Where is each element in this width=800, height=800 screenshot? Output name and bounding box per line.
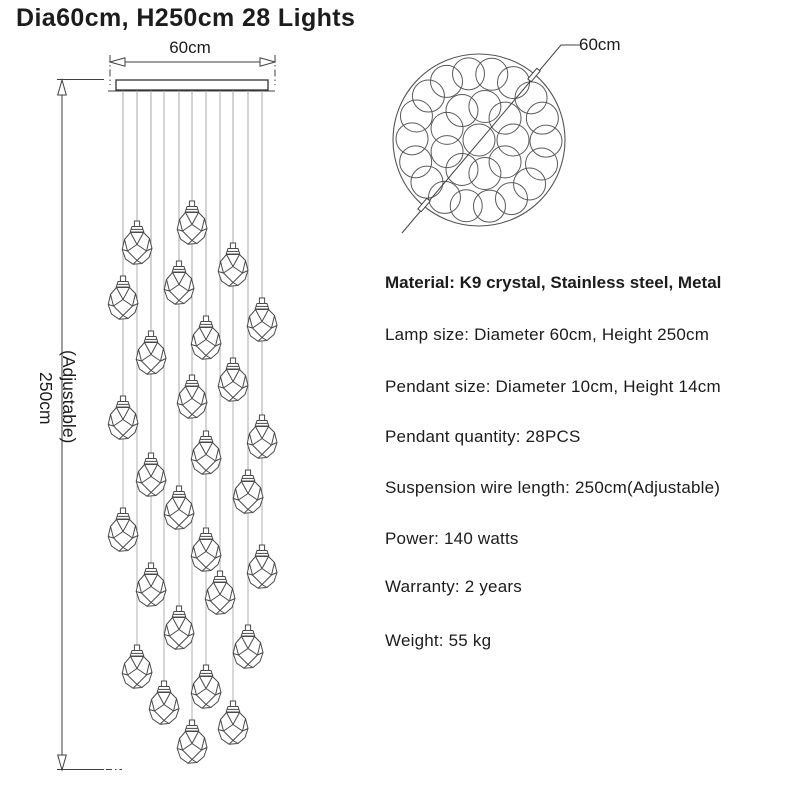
crystal-pendant (176, 374, 208, 419)
pendant-top-circle (452, 57, 486, 91)
dimension-tick-icon (527, 67, 541, 83)
crystal-pendant (107, 395, 139, 440)
pendant-top-circle (468, 156, 502, 190)
pendant-top-circle (488, 145, 522, 179)
crystal-pendant (107, 275, 139, 320)
top-view-diameter-label: 60cm (579, 35, 621, 54)
pendant-top-circle (525, 101, 559, 135)
pendant-top-circle (468, 90, 502, 124)
crystal-pendant (190, 430, 222, 475)
spec-weight: Weight: 55 kg (385, 631, 492, 650)
pendant-top-circle (430, 111, 464, 145)
crystal-pendant (246, 544, 278, 589)
crystal-pendant (217, 700, 249, 745)
spec-wire-length: Suspension wire length: 250cm(Adjustable… (385, 478, 721, 497)
pendant-top-circle (410, 165, 444, 199)
pendant-top-circle (494, 182, 528, 216)
width-dimension (108, 55, 277, 85)
crystal-pendant (176, 719, 208, 764)
pendant-top-circle (445, 94, 479, 128)
spec-power: Power: 140 watts (385, 529, 519, 548)
suspension-wires (122, 90, 263, 721)
pendant-top-circle (472, 189, 506, 223)
spec-lamp-size: Lamp size: Diameter 60cm, Height 250cm (385, 325, 710, 344)
pendant-top-circle (475, 57, 509, 91)
height-label: 250cm (36, 372, 56, 425)
top-view (392, 44, 580, 234)
pendant-top-circle (488, 101, 522, 135)
crystal-pendant (163, 485, 195, 530)
crystal-pendant (135, 330, 167, 375)
crystal-pendant (148, 680, 180, 725)
pendant-top-circle (430, 135, 464, 169)
pendant-top-circle (411, 79, 445, 113)
pendant-top-circle (462, 123, 496, 157)
pendant-top-circle (496, 123, 530, 157)
pendant-top-circle (449, 189, 483, 223)
height-dimension (57, 78, 122, 772)
crystal-pendant (204, 570, 236, 615)
page-title: Dia60cm, H250cm 28 Lights (16, 4, 356, 32)
crystal-pendant (121, 644, 153, 689)
spec-material: Material: K9 crystal, Stainless steel, M… (385, 273, 722, 292)
crystal-pendant (135, 452, 167, 497)
crystal-pendant (190, 527, 222, 572)
crystal-pendant (217, 242, 249, 287)
spec-pendant-size: Pendant size: Diameter 10cm, Height 14cm (385, 377, 721, 396)
crystal-pendant (121, 220, 153, 265)
pendant-top-circle (445, 152, 479, 186)
crystal-pendant (190, 315, 222, 360)
arrowhead-down-icon (57, 754, 67, 772)
pendant-top-circle (395, 122, 429, 156)
pendant-top-circle (497, 66, 531, 100)
spec-warranty: Warranty: 2 years (385, 577, 522, 596)
crystal-pendant (176, 200, 208, 245)
diameter-leader-line (401, 44, 580, 234)
dimension-tick-icon (417, 197, 431, 213)
spec-pendant-quantity: Pendant quantity: 28PCS (385, 427, 581, 446)
crystal-pendant (163, 605, 195, 650)
crystal-pendant (190, 664, 222, 709)
pendant-top-circle (427, 180, 461, 214)
arrowhead-right-icon (259, 57, 277, 67)
pendant-top-circle (529, 124, 563, 158)
crystal-pendant (246, 414, 278, 459)
crystal-pendant (232, 469, 264, 514)
pendant-top-circle (514, 81, 548, 115)
pendant-top-circle (399, 99, 433, 133)
crystal-pendant (217, 357, 249, 402)
height-adjustable-note: (Adjustable) (59, 350, 79, 444)
pendant-top-circle (399, 145, 433, 179)
crystal-pendant (135, 562, 167, 607)
ceiling-plate (115, 79, 269, 91)
plate-width-label: 60cm (169, 38, 211, 57)
crystal-pendants (107, 200, 278, 764)
crystal-pendant (232, 624, 264, 669)
crystal-pendant (107, 507, 139, 552)
pendant-top-circle (525, 147, 559, 181)
pendant-top-circle (430, 64, 464, 98)
crystal-pendant (163, 260, 195, 305)
arrowhead-up-icon (57, 78, 67, 96)
top-view-outer-circle (392, 53, 566, 227)
crystal-pendant (246, 297, 278, 342)
top-view-pendant-circles (395, 57, 563, 223)
pendant-top-circle (513, 167, 547, 201)
arrowhead-left-icon (108, 57, 126, 67)
